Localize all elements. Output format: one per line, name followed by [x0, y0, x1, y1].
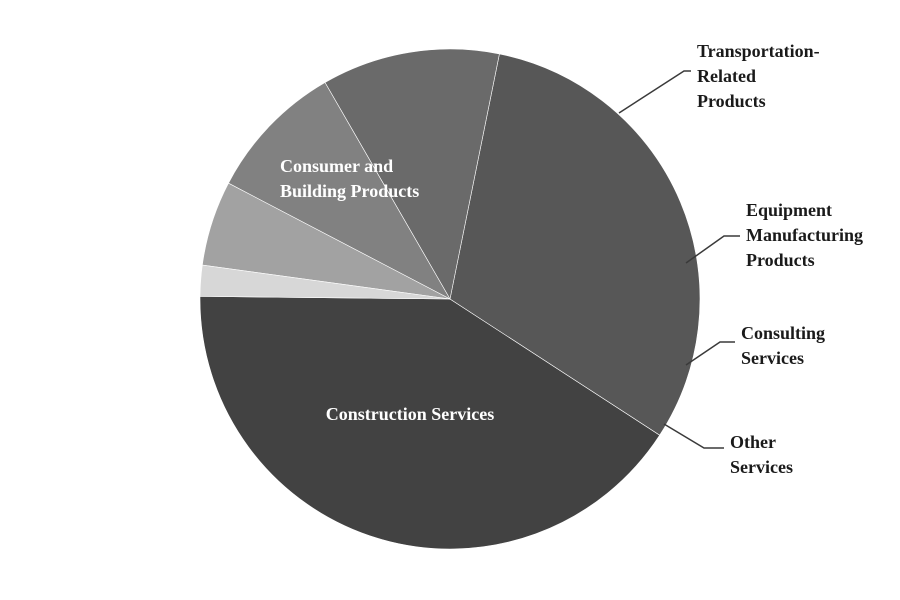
slice-transportation-related-products — [324, 48, 500, 300]
leader-line-other-services — [663, 423, 724, 449]
slice-construction-services — [199, 296, 661, 550]
slice-other-services — [199, 264, 451, 300]
slice-label-construction-services: Construction Services — [326, 404, 494, 424]
leader-line-equipment-manufacturing-products — [685, 235, 740, 264]
slice-equipment-manufacturing-products — [228, 82, 451, 300]
leader-line-transportation-related-products — [618, 70, 691, 114]
leader-line-consulting-services — [685, 341, 735, 366]
leader-lines — [618, 70, 740, 449]
pie-slices — [199, 48, 701, 550]
slice-consumer-and-building-products — [449, 53, 701, 436]
